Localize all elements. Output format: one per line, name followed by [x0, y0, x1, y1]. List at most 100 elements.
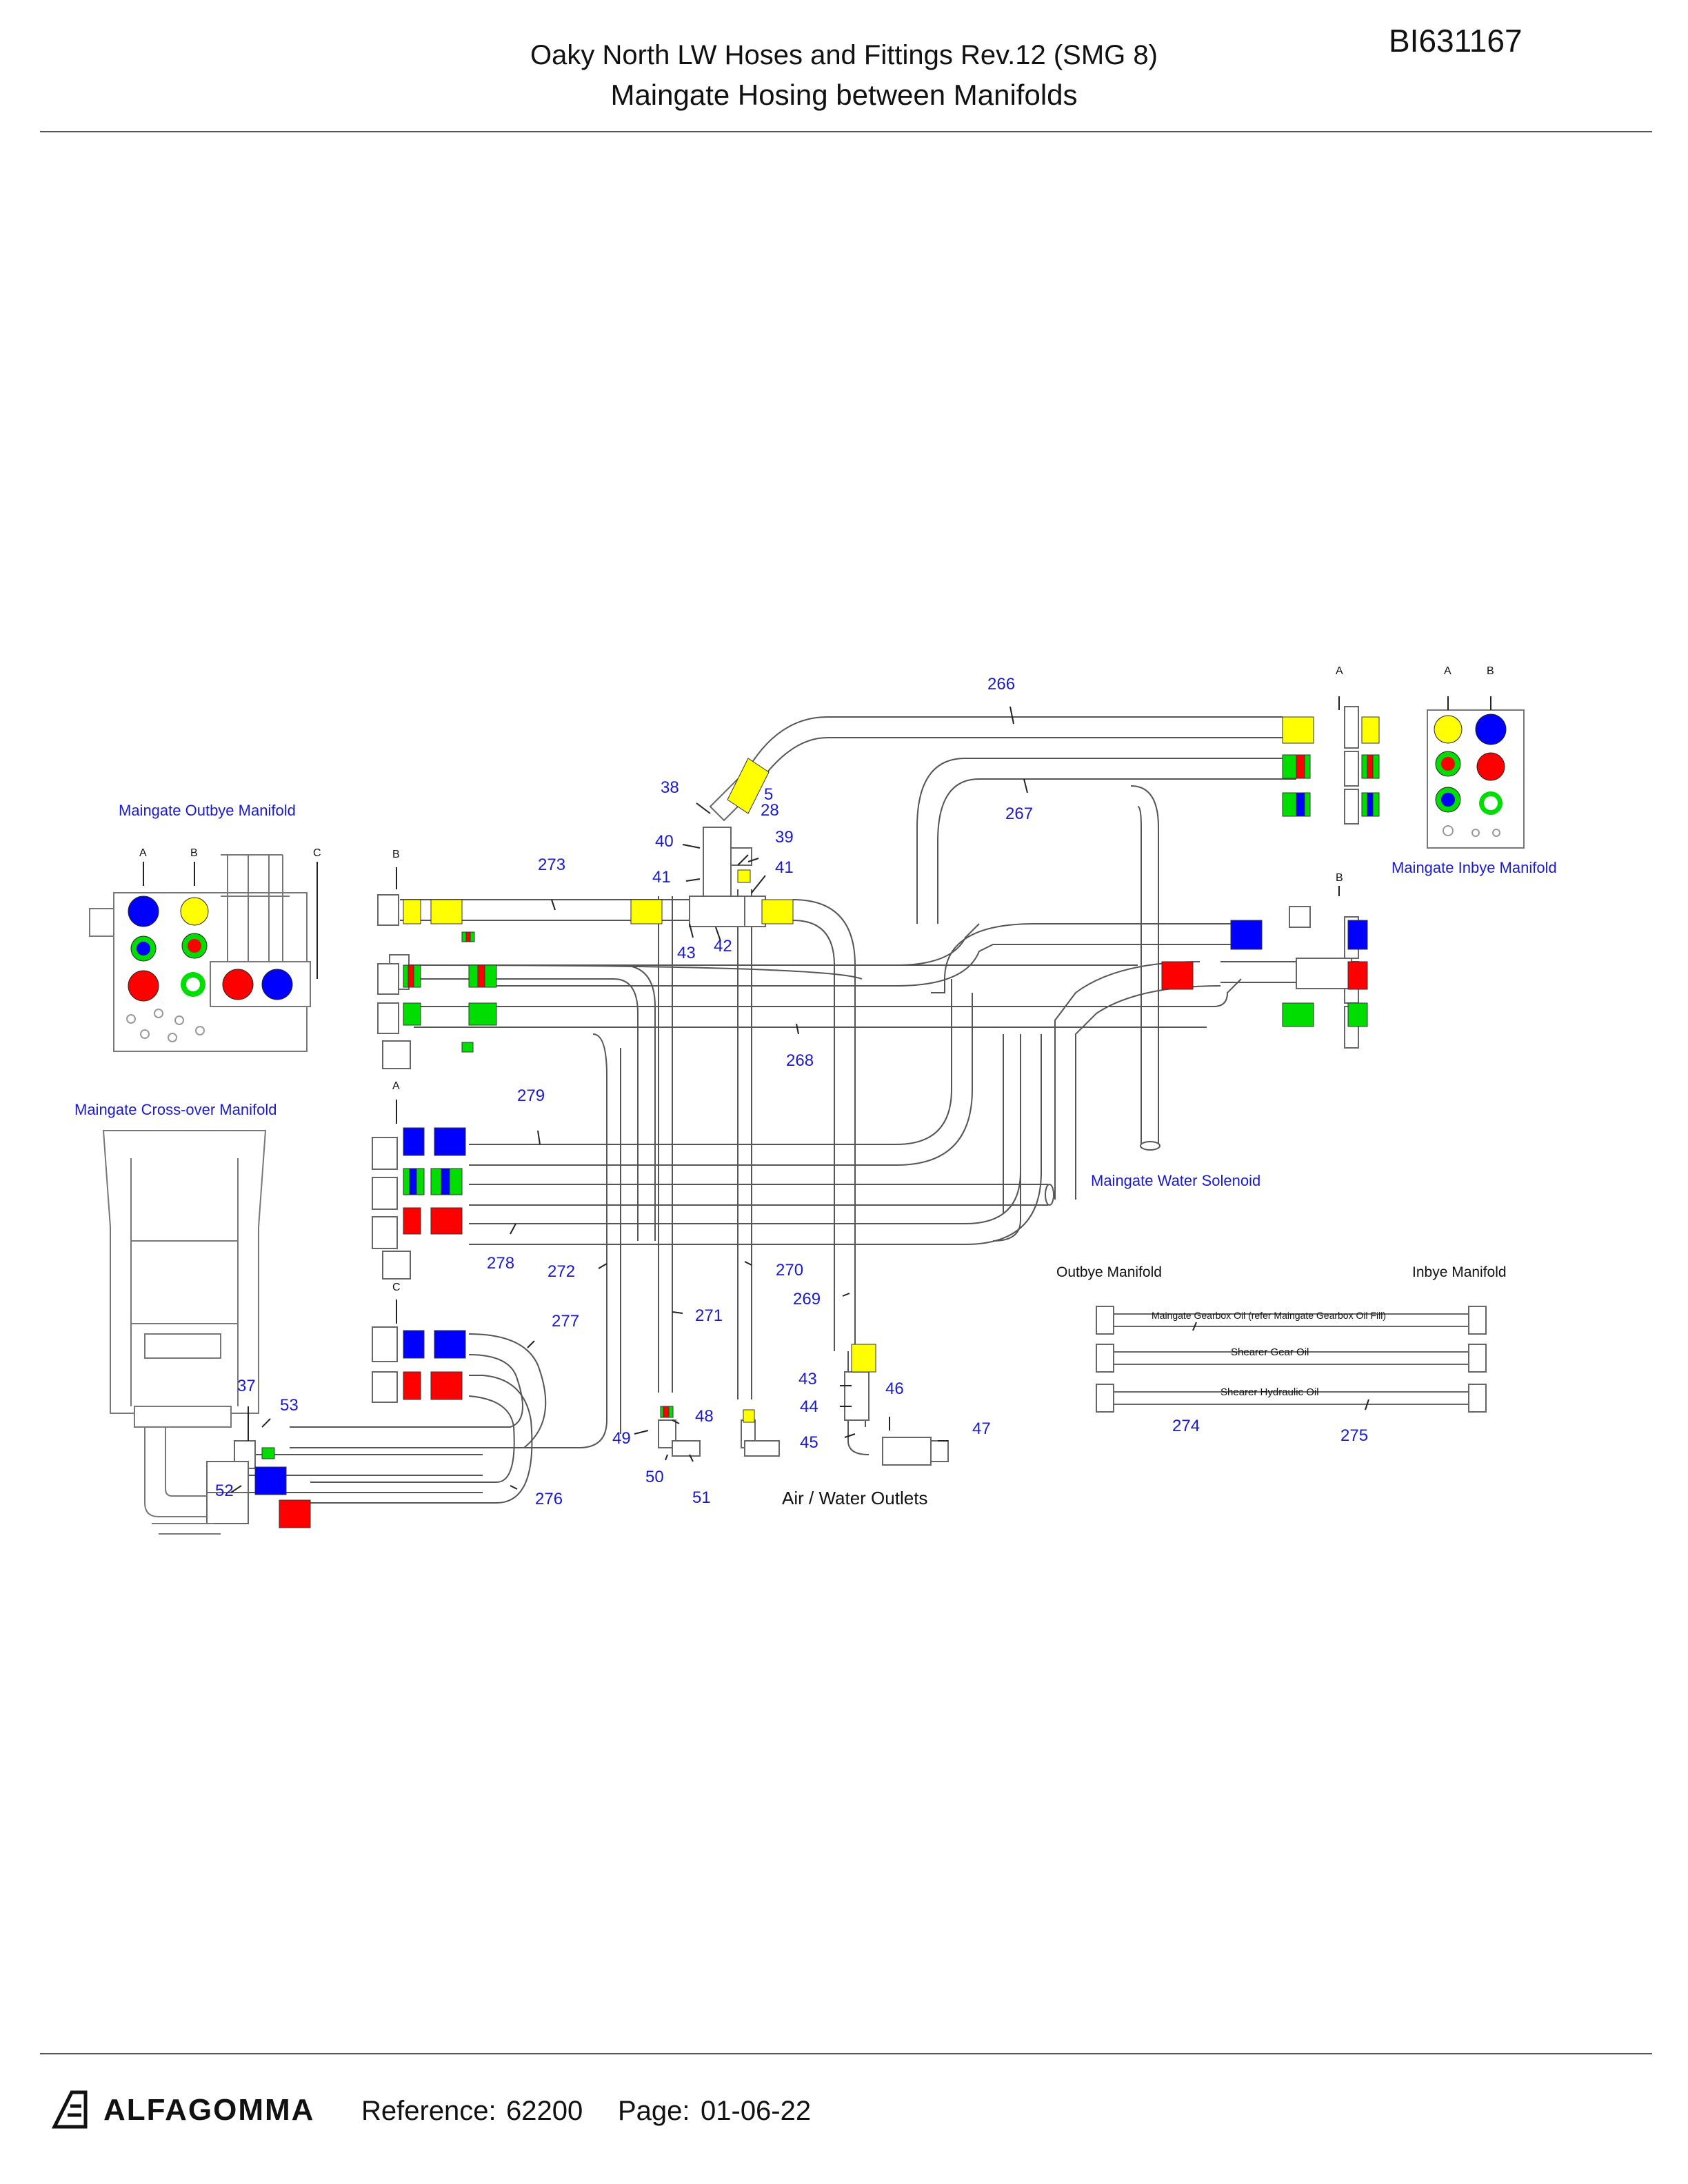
valve-inbye	[1296, 958, 1352, 989]
callout-51: 51	[692, 1488, 711, 1507]
document-subtitle: Maingate Hosing between Manifolds	[610, 79, 1078, 111]
page-label: Page:	[618, 2096, 690, 2126]
callout-43: 43	[677, 944, 696, 962]
crossover-manifold	[102, 1130, 267, 1535]
valve-40	[703, 827, 732, 897]
outbye-c-port-red	[222, 969, 254, 1000]
callout-269: 269	[793, 1290, 821, 1308]
fitting-block-52	[206, 1492, 249, 1524]
hose-267-lower	[937, 778, 1296, 924]
outbye-manifold-frame	[221, 854, 290, 962]
crossover-ribs	[130, 1158, 239, 1406]
leader-lines	[143, 696, 1491, 1493]
sleeve-red-band	[1296, 754, 1305, 779]
callout-278: 278	[487, 1254, 514, 1273]
document-title: Oaky North LW Hoses and Fittings Rev.12 …	[530, 40, 1158, 70]
sleeve-red-band-inbye	[1367, 754, 1374, 779]
callout-275: 275	[1340, 1426, 1368, 1445]
crossover-handle	[152, 1523, 221, 1535]
port-letters: A B C A A B B B A C	[139, 665, 1494, 1293]
sleeve-yellow-b1	[403, 899, 421, 924]
legend-fitting-l2	[1096, 1344, 1114, 1373]
callout-272: 272	[547, 1262, 575, 1281]
hose-268-body	[469, 1006, 1207, 1028]
sleeve-yellow-266	[1282, 716, 1314, 744]
fitting-c-2	[372, 1371, 398, 1403]
inbye-port-blue	[1475, 714, 1507, 745]
label-inbye-manifold-legend: Inbye Manifold	[1412, 1264, 1507, 1280]
port-letter: B	[1487, 665, 1494, 677]
outbye-port-green-blue-core	[137, 942, 150, 956]
fitting-47	[930, 1440, 949, 1462]
callout-52: 52	[215, 1482, 234, 1500]
header-divider	[40, 131, 1652, 132]
fitting-b-4	[377, 1002, 399, 1034]
sleeve-yellow-273	[430, 899, 463, 924]
inbye-port-green-ring-core	[1484, 796, 1498, 810]
tee-49	[672, 1440, 701, 1457]
crossover-body	[102, 1130, 267, 1414]
legend-hose-panel	[1096, 1306, 1487, 1413]
callout-44: 44	[800, 1397, 818, 1416]
fitting-b-top	[377, 894, 399, 926]
callout-38: 38	[661, 778, 679, 797]
hose-267	[916, 758, 1296, 924]
hose-268-end	[1172, 978, 1242, 1007]
port-letter: B	[190, 847, 198, 859]
hose-270	[737, 889, 752, 1399]
callout-42: 42	[714, 937, 732, 956]
outbye-c-port-blue	[261, 969, 293, 1000]
alfagomma-logo-icon	[51, 2090, 88, 2129]
label-inbye-manifold: Maingate Inbye Manifold	[1391, 859, 1557, 876]
callout-5: 5	[764, 785, 773, 804]
legend-hose-hydraulic	[1114, 1391, 1469, 1405]
sleeve-red-small	[465, 931, 471, 942]
hose-278	[469, 1034, 1042, 1245]
sleeve-yellow-inbye-a	[1361, 716, 1380, 744]
label-shearer-gear-oil: Shearer Gear Oil	[1231, 1346, 1309, 1358]
label-crossover-manifold: Maingate Cross-over Manifold	[74, 1101, 277, 1118]
outbye-port-yellow	[180, 897, 209, 926]
legend-fitting-l3	[1096, 1384, 1114, 1413]
label-water-solenoid: Maingate Water Solenoid	[1091, 1172, 1260, 1189]
callout-276: 276	[535, 1490, 563, 1508]
legend-hose-gearbox	[1114, 1313, 1469, 1327]
outbye-port-green-ring-core	[186, 978, 200, 991]
sleeve-blue-a1	[403, 1127, 425, 1156]
fitting-a-1	[372, 1137, 398, 1170]
sleeve-yellow-269	[851, 1344, 876, 1373]
hose-red-return	[1054, 961, 1221, 1200]
label-gearbox-oil: Maingate Gearbox Oil (refer Maingate Gea…	[1152, 1310, 1386, 1321]
reference-label: Reference:	[361, 2096, 496, 2126]
valve-46	[882, 1437, 932, 1466]
hose-blue-row	[931, 923, 1241, 993]
inbye-port-yellow	[1434, 715, 1463, 744]
outbye-manifold-tab	[89, 908, 114, 937]
page-value: 01-06-22	[701, 2096, 812, 2126]
fitting-inbye-top	[1289, 906, 1311, 928]
fitting-a-3	[372, 1216, 398, 1249]
hose-solenoid	[469, 1184, 1048, 1206]
inbye-manifold	[1427, 709, 1525, 849]
fitting-a-4	[382, 1251, 411, 1280]
sleeve-blue-band-a2b	[441, 1168, 450, 1195]
callout-53: 53	[280, 1396, 299, 1415]
sleeve-red-278	[430, 1207, 463, 1235]
sleeve-green-inbye-b3b	[1347, 1002, 1368, 1027]
sleeve-red-inbye-b	[1347, 961, 1368, 990]
callout-279: 279	[517, 1086, 545, 1105]
hose-276	[310, 1375, 533, 1504]
sleeve-red-c2	[403, 1371, 421, 1400]
sleeve-red-crossover	[279, 1499, 311, 1528]
legend-fitting-r1	[1468, 1306, 1487, 1335]
brand-name: ALFAGOMMA	[103, 2093, 315, 2127]
legend-hose-gear-oil	[1114, 1351, 1469, 1365]
hose-small-2	[407, 978, 639, 1241]
tee-51	[744, 1440, 780, 1457]
outbye-port-green-red-core	[188, 939, 201, 953]
sleeve-blue-band-inbye	[1367, 792, 1374, 817]
port-letter: C	[392, 1282, 401, 1293]
inbye-port-red	[1476, 752, 1505, 781]
hose-row-2d	[496, 944, 1241, 987]
legend-fitting-r3	[1468, 1384, 1487, 1413]
